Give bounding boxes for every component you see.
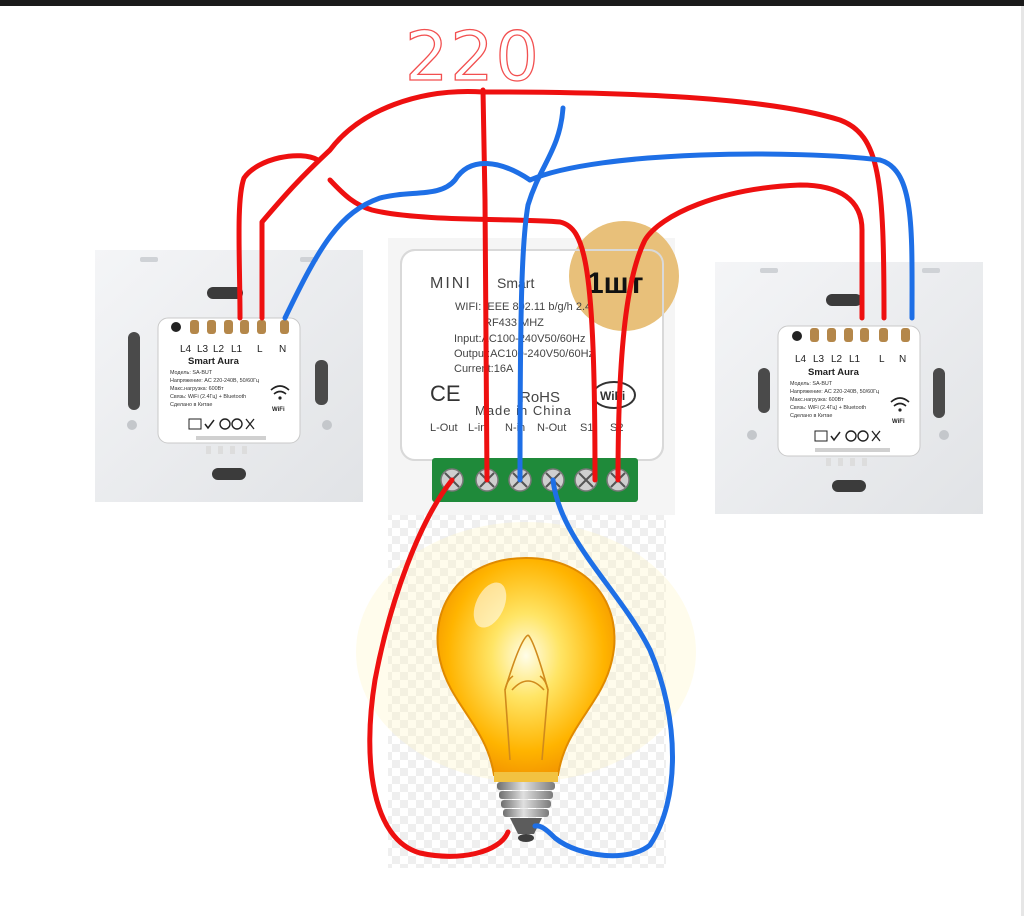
- smart-relay: MINI Smart 1шт WIFI: IEEE 802.11 b/g/h 2…: [388, 221, 679, 515]
- right-mount-slot: [826, 294, 862, 306]
- live-wire-supply-to-relay: [480, 87, 490, 483]
- left-terminal-l: L: [257, 344, 263, 355]
- right-origin: Сделано в Китае: [790, 413, 832, 419]
- left-terminal-l2: L2: [213, 344, 225, 355]
- left-cert-icons: [188, 418, 255, 430]
- right-terminal-l1: L1: [849, 354, 861, 365]
- relay-title-smart: Smart: [497, 275, 534, 291]
- right-power: Макс.нагрузка: 600Вт: [790, 397, 844, 403]
- neutral-wire-left-n: [282, 161, 533, 321]
- right-terminal-l3: L3: [813, 354, 825, 365]
- right-wifi: Связь: WiFi (2.4Гц) + Bluetooth: [790, 405, 866, 411]
- left-terminal-row: [171, 320, 289, 334]
- right-terminal-n: N: [899, 354, 906, 365]
- neutral-wire-supply: [517, 105, 566, 483]
- right-terminal-l2: L2: [831, 354, 843, 365]
- right-cert-icons: [814, 430, 881, 442]
- neutral-wire-bulb: [532, 477, 675, 859]
- relay-made-in: Made in China: [475, 403, 572, 418]
- left-terminal-n: N: [279, 344, 286, 355]
- neutral-wire-right-n: [527, 151, 915, 321]
- left-terminal-l1: L1: [231, 344, 243, 355]
- window-top-bar: [0, 0, 1024, 6]
- left-switch: L4 L3 L2 L1 L N Smart Aura Модель: SA-BU…: [95, 250, 363, 502]
- right-wifi-badge: WiFi: [892, 419, 905, 425]
- supply-voltage-label: 220: [405, 18, 541, 97]
- left-wifi: Связь: WiFi (2.4Гц) + Bluetooth: [170, 394, 246, 400]
- right-brand: Smart Aura: [808, 367, 860, 378]
- left-wifi-icon: [270, 385, 290, 400]
- live-wire-top-loop: [259, 89, 486, 321]
- right-terminal-row: [792, 328, 910, 342]
- relay-wifi-logo: WiFi: [592, 381, 636, 409]
- left-model: Модель: SA-BUT: [170, 370, 213, 376]
- live-wire-right-l1: [615, 182, 865, 483]
- right-switch-module: [777, 325, 921, 457]
- right-terminal-l: L: [879, 354, 885, 365]
- left-origin: Сделано в Китае: [170, 402, 212, 408]
- relay-rohs: RoHS: [520, 389, 560, 406]
- relay-title: MINI: [430, 275, 472, 292]
- bulb-base: [497, 782, 555, 842]
- right-terminal-l4: L4: [795, 354, 807, 365]
- right-voltage: Напряжение: AC 220-240В, 50/60Гц: [790, 389, 879, 395]
- left-voltage: Напряжение: AC 220-240В, 50/60Гц: [170, 378, 259, 384]
- left-mount-slot: [207, 287, 243, 299]
- relay-ce-mark: CE: [430, 381, 461, 406]
- live-wire-bulb: [367, 477, 511, 859]
- left-power: Макс.нагрузка: 600Вт: [170, 386, 224, 392]
- right-switch: L4 L3 L2 L1 L N Smart Aura Модель: SA-BU…: [715, 262, 983, 514]
- left-wifi-badge: WiFi: [272, 407, 285, 413]
- live-wire-left-l: [236, 153, 321, 321]
- left-switch-module: [157, 317, 301, 444]
- relay-spec-output: Output:AC100-240V50/60Hz: [454, 348, 594, 360]
- left-terminal-l3: L3: [197, 344, 209, 355]
- right-wifi-icon: [890, 397, 910, 412]
- relay-badge-circle: [569, 221, 679, 331]
- right-model: Модель: SA-BUT: [790, 381, 833, 387]
- live-wire-top-right: [480, 89, 887, 321]
- scroll-edge: [1021, 6, 1024, 916]
- left-brand: Smart Aura: [188, 356, 240, 367]
- relay-spec-rf: RF433 MHZ: [484, 317, 544, 329]
- left-terminal-l4: L4: [180, 344, 192, 355]
- relay-terminal-n-out: N-Out: [537, 422, 566, 434]
- relay-terminal-l-in: L-in: [468, 422, 486, 434]
- relay-terminal-l-out: L-Out: [430, 422, 458, 434]
- relay-terminal-s1: S1: [580, 422, 593, 434]
